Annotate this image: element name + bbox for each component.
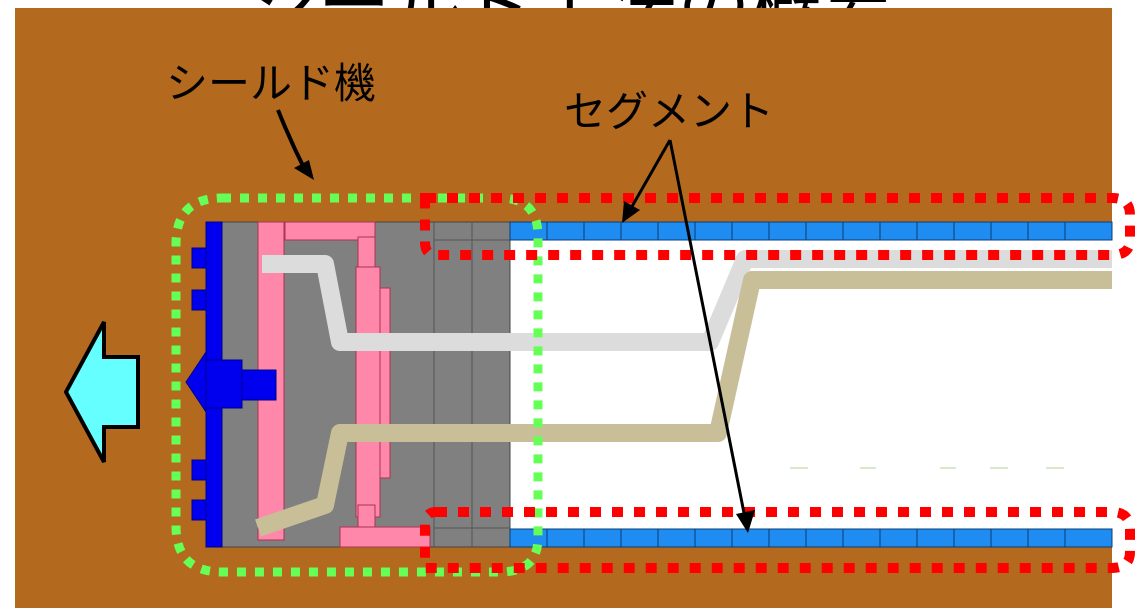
beige-pipe bbox=[255, 271, 1112, 537]
pointer-shield-machine bbox=[276, 109, 314, 180]
pointer-segment bbox=[622, 139, 755, 533]
label-shield-machine: シールド機 bbox=[166, 59, 376, 108]
left-arrow-icon bbox=[63, 321, 140, 463]
segment-bottom bbox=[509, 528, 1113, 548]
label-segment: セグメント bbox=[564, 87, 774, 136]
segment-top bbox=[509, 221, 1113, 241]
pink-frame bbox=[257, 221, 431, 548]
cutter-head bbox=[185, 221, 277, 548]
shield-machine-outline bbox=[171, 193, 543, 577]
segment-outline-bottom bbox=[420, 507, 1135, 573]
segment-outline-top bbox=[420, 193, 1135, 260]
white-pipe bbox=[262, 250, 1112, 351]
